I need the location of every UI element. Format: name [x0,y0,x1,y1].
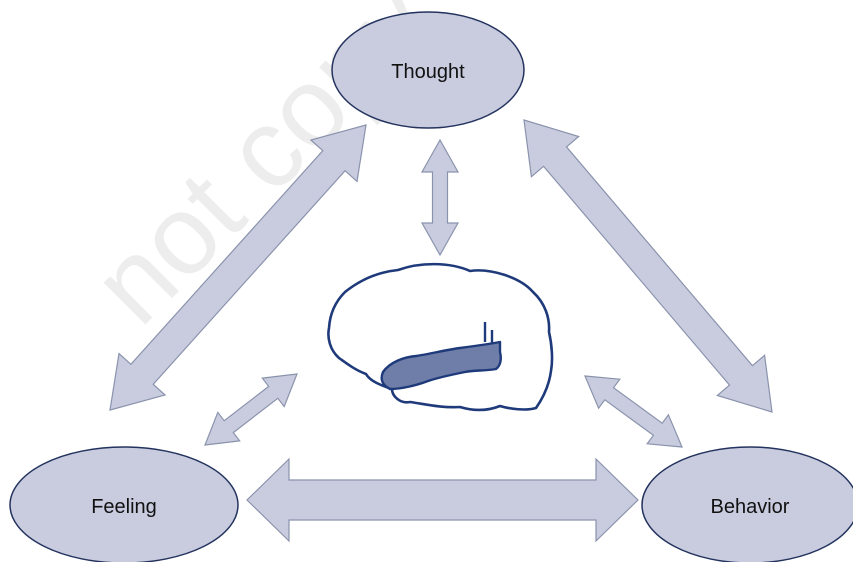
temporal-lobe-highlight [380,340,502,391]
arrows-group [109,119,773,543]
node-behavior: Behavior [641,446,853,562]
behavior-label: Behavior [711,496,790,518]
brain-illustration [327,262,554,412]
thought-ellipse [331,11,525,129]
thought-brain-arrow [420,138,460,257]
node-feeling: Feeling [9,446,239,562]
feeling-ellipse [9,446,239,562]
feeling-behavior-arrow [246,457,639,543]
thought-feeling-arrow [109,124,367,411]
thought-label: Thought [391,61,465,83]
thought-behavior-arrow [523,119,773,413]
feeling-brain-arrow [204,373,298,446]
feeling-label: Feeling [91,496,157,518]
node-thought: Thought [331,11,525,129]
brain-outline [327,262,554,412]
behavior-brain-arrow [584,375,683,448]
behavior-ellipse [641,446,853,562]
